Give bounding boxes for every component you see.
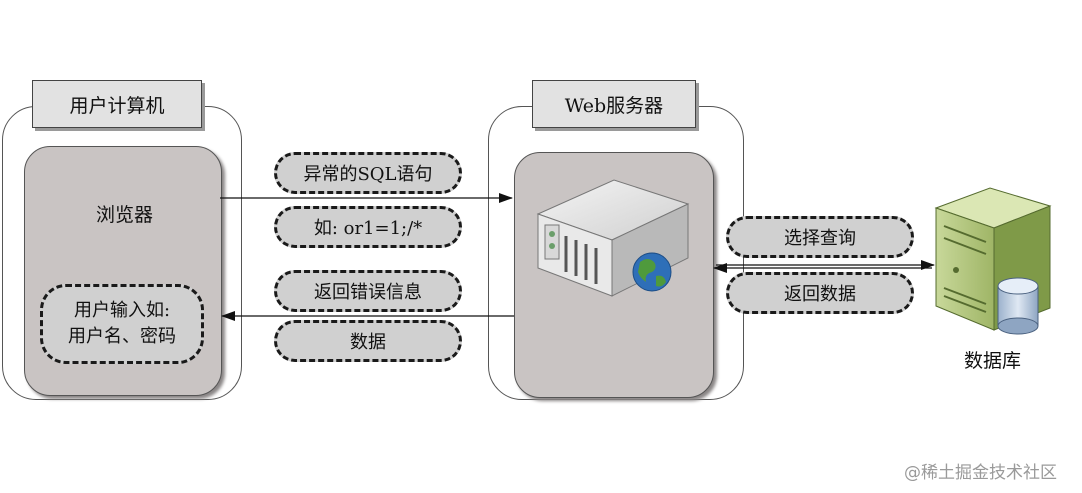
example-pill: 如: or1=1;/* <box>274 206 462 248</box>
data-pill: 数据 <box>274 320 462 362</box>
browser-label: 浏览器 <box>96 204 154 226</box>
web-server-title: Web服务器 <box>532 80 696 128</box>
user-input-line1: 用户输入如: <box>73 300 171 321</box>
user-input-line2: 用户名、密码 <box>68 326 176 347</box>
return-error-pill: 返回错误信息 <box>274 270 462 312</box>
user-computer-title: 用户计算机 <box>32 80 202 128</box>
globe-icon <box>632 252 672 292</box>
database-label: 数据库 <box>964 350 1022 372</box>
server-icon <box>536 179 690 297</box>
return-data-pill: 返回数据 <box>726 272 914 314</box>
database-cylinder-icon <box>997 277 1039 335</box>
watermark: @稀土掘金技术社区 <box>904 463 1057 483</box>
select-query-pill: 选择查询 <box>726 216 914 258</box>
user-input-box: 用户输入如: 用户名、密码 <box>40 284 204 364</box>
abnormal-sql-pill: 异常的SQL语句 <box>274 152 462 194</box>
